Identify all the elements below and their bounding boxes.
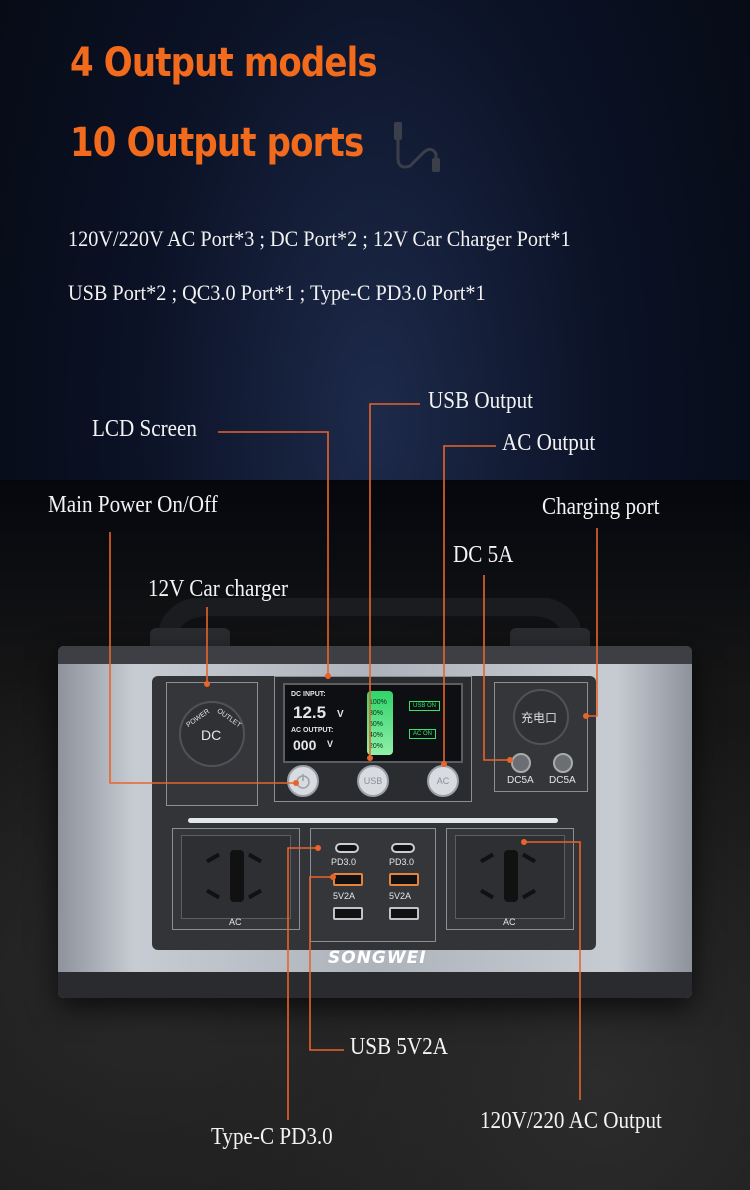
usb-output-line — [369, 403, 420, 758]
battery-icon: 100% 80% 60% 40% 20% — [367, 691, 393, 755]
charging-port-socket[interactable]: 充电口 — [513, 689, 569, 745]
car-charger-socket[interactable]: POWER OUTLET DC — [179, 701, 245, 767]
outlet-face — [181, 835, 291, 919]
callout-ac-outlet: 120V/220 AC Output — [480, 1108, 662, 1134]
type-c-port-right[interactable] — [391, 843, 415, 853]
qc-port-right[interactable] — [389, 873, 419, 886]
usb-button[interactable]: USB — [357, 765, 389, 797]
dc5a-line — [483, 575, 510, 761]
ac-outlet-left[interactable]: AC — [172, 828, 300, 930]
type-c-port-left[interactable] — [335, 843, 359, 853]
charging-port-box: 充电口 DC5A DC5A — [494, 682, 588, 792]
power-line — [109, 532, 296, 784]
usb-port-left[interactable] — [333, 907, 363, 920]
callout-lcd-screen: LCD Screen — [92, 416, 197, 442]
lcd-ac-value: 000 — [293, 737, 317, 753]
callout-type-c: Type-C PD3.0 — [211, 1124, 333, 1150]
usb-5v2a-line — [309, 876, 344, 1051]
ac-on-indicator: AC ON — [409, 729, 437, 739]
lcd-screen: DC INPUT: 12.5 V AC OUTPUT: 000 V 100% 8… — [283, 683, 463, 763]
headline-output-ports: 10 Output ports — [70, 120, 364, 166]
light-strip — [188, 818, 558, 823]
ac-output-line — [443, 445, 496, 764]
lcd-module: DC INPUT: 12.5 V AC OUTPUT: 000 V 100% 8… — [274, 676, 472, 802]
cable-icon — [394, 122, 440, 172]
callout-main-power: Main Power On/Off — [48, 492, 218, 518]
callout-usb-5v2a: USB 5V2A — [350, 1034, 448, 1060]
dc-label: DC — [201, 727, 222, 743]
lcd-dc-value: 12.5 — [293, 703, 327, 722]
type-c-line — [287, 847, 318, 1120]
usb-panel: PD3.0 PD3.0 5V2A 5V2A — [310, 828, 436, 942]
usb-port-right[interactable] — [389, 907, 419, 920]
ac-outlet-line — [524, 841, 581, 1100]
usb-on-indicator: USB ON — [409, 701, 441, 711]
ac-outlet-right[interactable]: AC — [446, 828, 574, 930]
outlet-face — [455, 835, 565, 919]
headline-output-models: 4 Output models — [70, 40, 378, 86]
callout-charging-port: Charging port — [542, 494, 660, 520]
brand-logo: SONGWEI — [328, 948, 427, 968]
callout-car-charger: 12V Car charger — [148, 576, 288, 602]
power-station: POWER OUTLET DC DC INPUT: 12.5 V AC OUTP… — [58, 646, 692, 998]
callout-dc-5a: DC 5A — [453, 542, 514, 568]
battery-levels: 100% 80% 60% 40% 20% — [369, 699, 387, 750]
power-button[interactable] — [287, 765, 319, 797]
callout-usb-output: USB Output — [428, 388, 534, 414]
spec-line-1: 120V/220V AC Port*3 ; DC Port*2 ; 12V Ca… — [68, 226, 571, 251]
dc5a-port-left[interactable] — [511, 753, 531, 773]
ac-button[interactable]: AC — [427, 765, 459, 797]
charging-port-line — [586, 528, 598, 717]
lcd-line — [218, 431, 329, 676]
dc5a-port-right[interactable] — [553, 753, 573, 773]
callout-ac-output: AC Output — [502, 430, 596, 456]
spec-line-2: USB Port*2 ; QC3.0 Port*1 ; Type-C PD3.0… — [68, 280, 486, 305]
car-charger-box: POWER OUTLET DC — [166, 682, 258, 806]
